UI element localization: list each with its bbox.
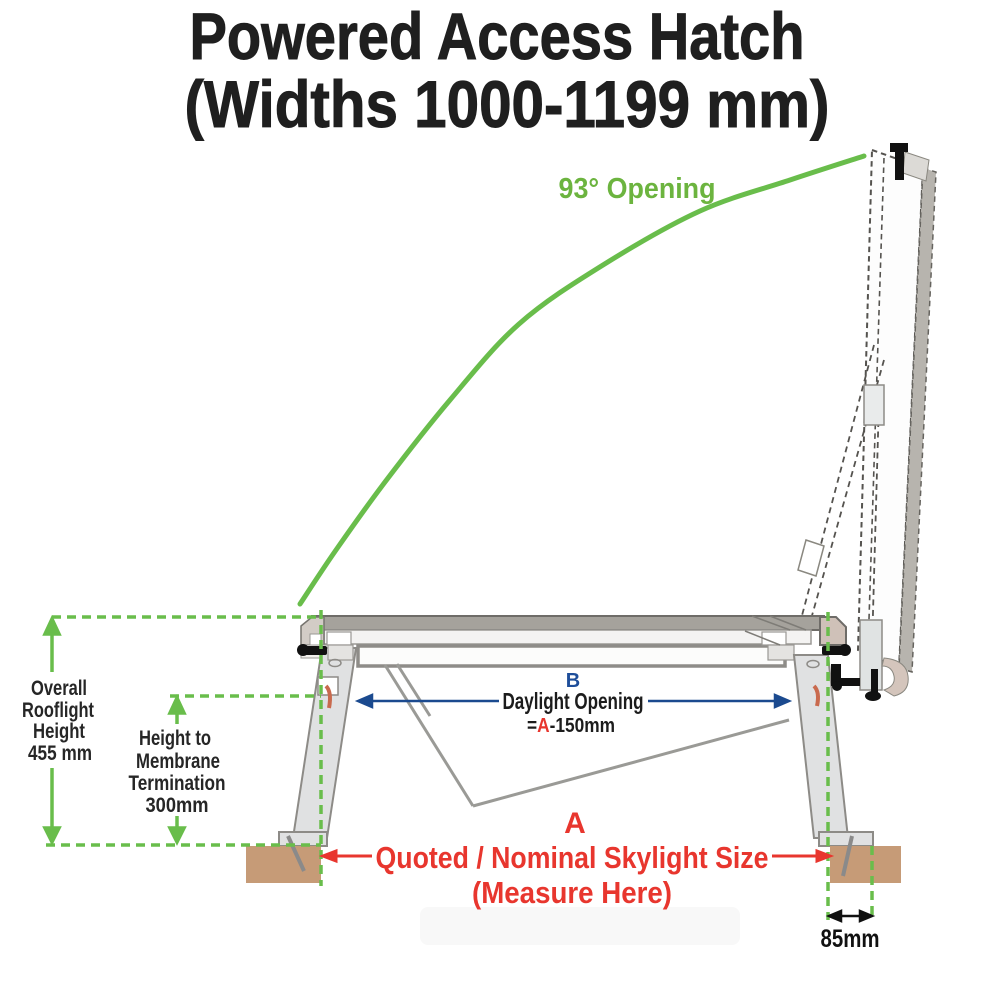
svg-text:A: A bbox=[564, 807, 586, 840]
svg-text:(Measure Here): (Measure Here) bbox=[472, 875, 672, 910]
svg-text:Quoted / Nominal Skylight Size: Quoted / Nominal Skylight Size bbox=[376, 840, 769, 875]
svg-text:Overall: Overall bbox=[31, 677, 87, 700]
svg-text:455 mm: 455 mm bbox=[28, 742, 92, 765]
svg-text:85mm: 85mm bbox=[821, 925, 880, 953]
svg-text:Height to: Height to bbox=[139, 727, 211, 750]
svg-text:B: B bbox=[566, 670, 580, 692]
svg-text:=A-150mm: =A-150mm bbox=[527, 715, 615, 737]
svg-text:Powered Access Hatch: Powered Access Hatch bbox=[190, 0, 805, 73]
svg-text:Rooflight: Rooflight bbox=[22, 699, 94, 722]
svg-text:Membrane: Membrane bbox=[136, 750, 220, 773]
svg-text:300mm: 300mm bbox=[146, 794, 209, 817]
svg-text:93° Opening: 93° Opening bbox=[559, 173, 716, 205]
svg-text:Height: Height bbox=[33, 720, 85, 743]
svg-text:Daylight Opening: Daylight Opening bbox=[503, 688, 644, 714]
svg-text:(Widths 1000-1199 mm): (Widths 1000-1199 mm) bbox=[185, 67, 830, 141]
svg-text:Termination: Termination bbox=[129, 772, 226, 795]
